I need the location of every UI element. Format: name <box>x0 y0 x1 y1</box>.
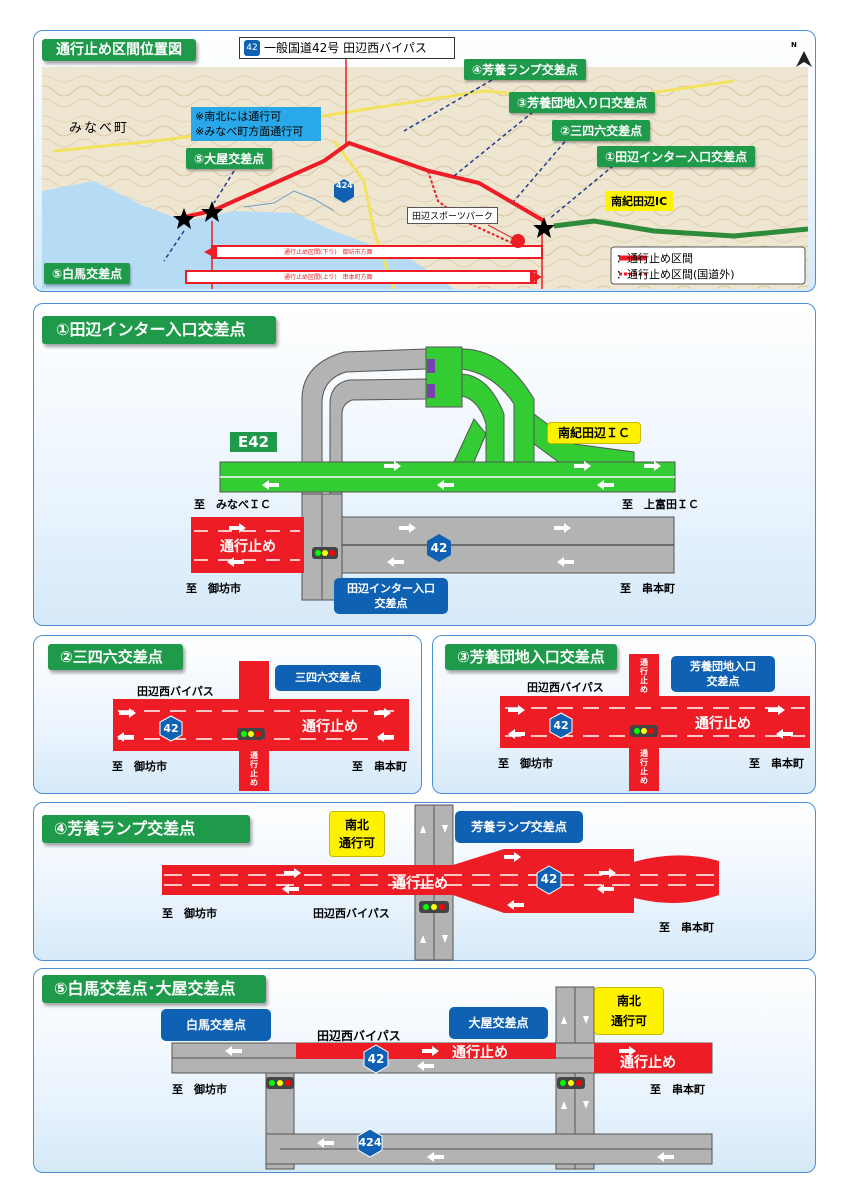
route-label-text: 一般国道42号 田辺西バイパス <box>264 41 427 55</box>
map-c4: ④芳養ランプ交差点 <box>464 59 586 80</box>
p4-intersection-box: 芳養ランプ交差点 <box>455 811 583 843</box>
p4-closed: 通行止め <box>392 876 448 892</box>
map-up-label: 通行止め区間(上り) 串本町方面 <box>284 274 373 281</box>
p2-route-number: 42 <box>163 722 179 735</box>
diagram-hakuma-oya <box>171 986 713 1170</box>
map-panel: 通行止め区間位置図 42 一般国道42号 田辺西バイパス N みなべ町 ※南北には… <box>33 30 816 292</box>
p2-closed-vertical: 通行止め <box>250 751 258 787</box>
p4-route-number: 42 <box>540 872 558 886</box>
p4-bypass: 田辺西バイパス <box>313 907 390 920</box>
north-arrow-icon <box>796 51 812 67</box>
map-ic-label: 南紀田辺IC <box>605 191 674 211</box>
panel-hayadanchi: ③芳養団地入口交差点 田辺西バイパス 芳養団地入口 交差点 通行止め 42 通行… <box>432 635 816 794</box>
p1-ic-label: 南紀田辺ＩＣ <box>547 422 641 444</box>
diagram-haya-ramp <box>162 804 719 961</box>
p4-yellow: 南北 通行可 <box>329 811 385 857</box>
p5-hakuma-box: 白馬交差点 <box>161 1009 271 1041</box>
map-c3: ③芳養団地入り口交差点 <box>509 92 656 113</box>
p1-to-gobo: 至 御坊市 <box>186 582 241 595</box>
map-c2: ②三四六交差点 <box>552 120 651 141</box>
p3-closed-vertical: 通行止め <box>640 658 648 694</box>
legend-closed: ：通行止め区間 <box>616 252 693 265</box>
p4-title: ④芳養ランプ交差点 <box>42 815 251 843</box>
p2-intersection-box: 三四六交差点 <box>275 665 381 691</box>
route-label: 42 一般国道42号 田辺西バイパス <box>239 37 455 59</box>
p4-to-gobo: 至 御坊市 <box>162 907 217 920</box>
map-note: ※南北には通行可 ※みなべ町方面通行可 <box>191 107 321 141</box>
panel-haya-ramp: ④芳養ランプ交差点 南北 通行可 芳養ランプ交差点 通行止め 42 至 御坊市 … <box>33 802 816 961</box>
diagram-hayadanchi <box>500 654 810 791</box>
p1-to-kushimoto: 至 串本町 <box>620 582 675 595</box>
route-shield-icon: 42 <box>244 40 260 56</box>
p1-to-minabe: 至 みなべＩＣ <box>194 498 271 511</box>
diagram-sanshiroku <box>113 661 409 791</box>
town-label: みなべ町 <box>69 121 130 136</box>
p5-route-number: 42 <box>367 1052 385 1066</box>
p2-to-gobo: 至 御坊市 <box>112 760 167 773</box>
p5-to-gobo: 至 御坊市 <box>172 1083 227 1096</box>
p4-to-kushimoto: 至 串本町 <box>659 921 714 934</box>
p3-closed: 通行止め <box>695 716 751 732</box>
p3-route-number: 42 <box>553 719 569 732</box>
p1-route-number: 42 <box>430 541 448 555</box>
p5-title: ⑤白馬交差点･大屋交差点 <box>42 975 266 1003</box>
p3-intersection-box: 芳養団地入口 交差点 <box>671 656 775 692</box>
north-label: N <box>791 41 797 49</box>
p1-closed: 通行止め <box>220 539 276 555</box>
p3-to-kushimoto: 至 串本町 <box>749 757 804 770</box>
p1-e42: E42 <box>230 432 278 452</box>
map-route424: 424 <box>336 181 353 190</box>
p5-bypass: 田辺西バイパス <box>317 1029 401 1043</box>
diagram-tanabe-ic <box>191 346 676 601</box>
p5-closed-2: 通行止め <box>620 1055 676 1071</box>
panel-tanabe-ic: ①田辺インター入口交差点 E42 南紀田辺ＩＣ 至 みなべＩＣ 至 上富田ＩＣ … <box>33 303 816 626</box>
p1-intersection-box: 田辺インター入口 交差点 <box>334 578 448 614</box>
p5-to-kushimoto: 至 串本町 <box>650 1083 705 1096</box>
p3-closed-vertical-2: 通行止め <box>640 749 648 785</box>
panel-sanshiroku: ②三四六交差点 田辺西バイパス 三四六交差点 42 通行止め 通行止め 至 御坊… <box>33 635 422 794</box>
map-c5a: ⑤大屋交差点 <box>186 148 273 169</box>
panel-hakuma-oya: ⑤白馬交差点･大屋交差点 白馬交差点 大屋交差点 南北 通行可 田辺西バイパス … <box>33 968 816 1173</box>
p2-title: ②三四六交差点 <box>48 644 183 670</box>
p3-title: ③芳養団地入口交差点 <box>445 644 617 670</box>
p5-route424: 424 <box>358 1136 382 1149</box>
map-c5b: ⑤白馬交差点 <box>44 263 131 284</box>
note-line-1: ※南北には通行可 <box>195 110 282 123</box>
map-c1: ①田辺インター入口交差点 <box>597 146 756 167</box>
map-down-label: 通行止め区間(下り) 御坊市方面 <box>284 249 373 256</box>
p3-bypass: 田辺西バイパス <box>527 681 604 694</box>
p5-oya-box: 大屋交差点 <box>449 1007 548 1039</box>
p5-closed-1: 通行止め <box>452 1045 508 1061</box>
p5-yellow: 南北 通行可 <box>594 987 664 1035</box>
map-park-label: 田辺スポーツパーク <box>407 207 498 224</box>
p1-to-kamitonda: 至 上富田ＩＣ <box>622 498 699 511</box>
p3-to-gobo: 至 御坊市 <box>498 757 553 770</box>
map-graphic <box>42 51 812 290</box>
legend-closed-off: ：通行止め区間(国道外) <box>616 268 735 281</box>
map-title: 通行止め区間位置図 <box>42 39 196 61</box>
p1-title: ①田辺インター入口交差点 <box>42 316 276 344</box>
p2-bypass: 田辺西バイパス <box>137 685 214 698</box>
p2-to-kushimoto: 至 串本町 <box>352 760 407 773</box>
p2-closed: 通行止め <box>302 719 358 735</box>
note-line-2: ※みなべ町方面通行可 <box>195 125 304 138</box>
